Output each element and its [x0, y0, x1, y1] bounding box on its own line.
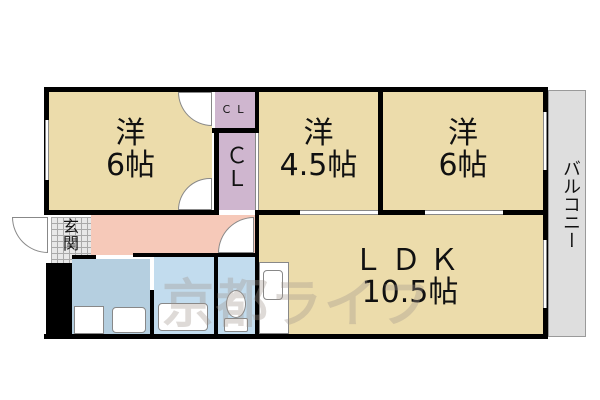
washbasin — [112, 307, 146, 333]
closet-label-l: Ｌ — [225, 167, 248, 193]
wall-closet-large-left — [214, 133, 219, 215]
toilet — [226, 290, 246, 318]
wall-bath-toilet — [214, 257, 218, 334]
entrance-label-2: 関 — [62, 233, 79, 253]
entrance-label-1: 玄 — [62, 217, 79, 236]
wall-room1-bottom — [44, 210, 219, 215]
wall-left-lower — [46, 263, 72, 339]
wall-closet-small-right — [255, 87, 259, 133]
closet-small: ＣＬ — [215, 92, 255, 128]
wall-closet-small-bottom — [212, 128, 259, 133]
room-type: 洋 — [115, 116, 146, 151]
ldk: ＬＤＫ 10.5帖 — [259, 215, 543, 334]
room-type: 洋 — [303, 116, 334, 151]
wall-wash-top-right — [133, 253, 255, 257]
toilet-tank — [224, 318, 248, 332]
wall-bath-left — [150, 290, 154, 334]
closet-large: Ｃ Ｌ — [219, 133, 255, 210]
window-ldk — [543, 240, 547, 308]
watermark: 京都ライフ — [162, 275, 433, 335]
western-room-3: 洋 6帖 — [383, 92, 543, 210]
wall-wash-top-left — [72, 255, 96, 259]
wall-bottom — [44, 334, 548, 339]
sliding-door-room3[interactable] — [425, 210, 503, 215]
wall-toilet-ldk — [255, 215, 259, 339]
room-size: 4.5帖 — [279, 147, 358, 183]
window-left — [45, 120, 49, 180]
closet-label-c: Ｃ — [225, 144, 248, 169]
front-door[interactable] — [12, 217, 48, 253]
wall-room2-room3 — [378, 87, 383, 215]
balcony: バルコニー — [548, 90, 586, 337]
wall-top — [44, 87, 548, 92]
room-type: 洋 — [448, 116, 478, 151]
entrance: 玄 関 — [51, 217, 91, 263]
closet-door[interactable] — [255, 133, 259, 210]
bathtub — [158, 303, 208, 331]
room-size: 6帖 — [438, 147, 488, 183]
room-size: 10.5帖 — [361, 274, 459, 310]
closet-small-label: ＣＬ — [221, 103, 249, 116]
window-room3 — [543, 112, 547, 170]
room-type: ＬＤＫ — [353, 243, 467, 278]
western-room-2: 洋 4.5帖 — [259, 92, 378, 210]
room-size: 6帖 — [105, 147, 156, 183]
wall-ldk-top — [255, 210, 548, 215]
washing-machine — [74, 306, 104, 334]
sink — [263, 270, 283, 300]
sliding-door-room2[interactable] — [300, 210, 378, 215]
balcony-label: バルコニー — [560, 159, 581, 249]
